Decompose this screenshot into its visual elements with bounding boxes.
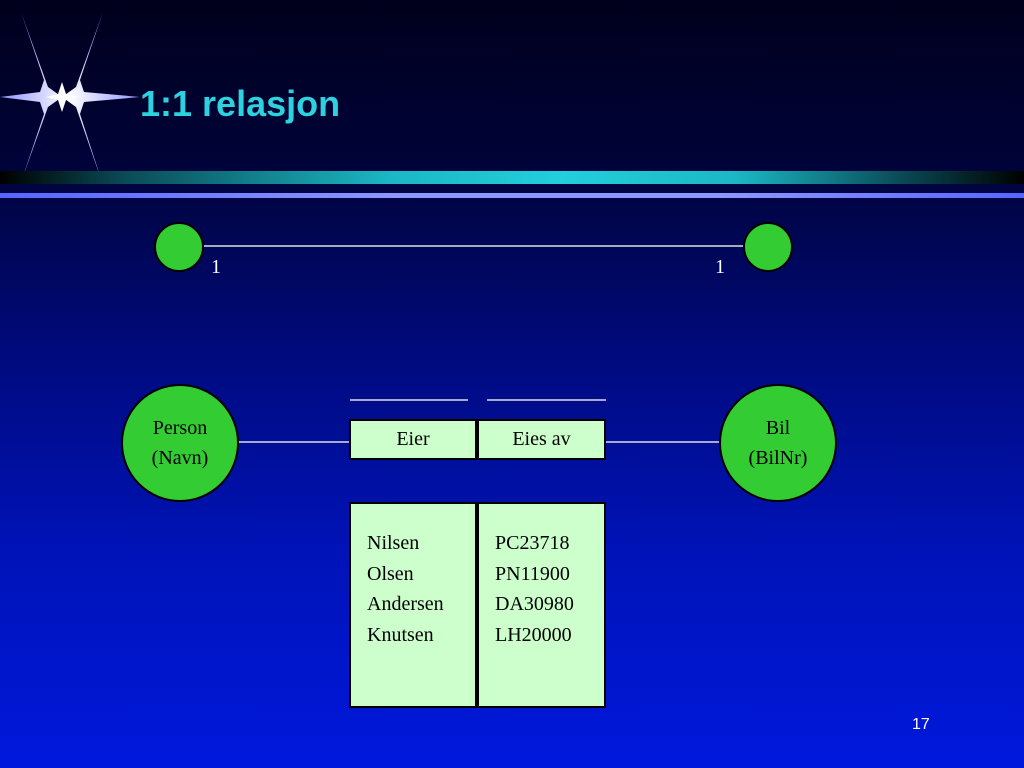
owner-value: Andersen	[367, 593, 444, 615]
bil-entity-name: Bil	[765, 417, 791, 439]
page-number: 17	[912, 716, 930, 733]
car-values-box: PC23718 PN11900 DA30980 LH20000	[477, 502, 606, 708]
person-entity-name: Person	[152, 417, 208, 439]
title-underline	[0, 193, 1024, 198]
person-entity-key: (Navn)	[151, 447, 209, 469]
slide-title: 1:1 relasjon	[140, 83, 341, 124]
owner-value: Nilsen	[367, 532, 420, 554]
car-value: PN11900	[495, 562, 570, 585]
eier-role-box: Eier	[349, 419, 477, 460]
person-entity: Person (Navn)	[121, 384, 239, 502]
left-entity-circle	[154, 222, 204, 272]
owner-values-box: Nilsen Olsen Andersen Knutsen	[349, 502, 477, 708]
car-value: DA30980	[495, 593, 574, 615]
car-values-list: PC23718 PN11900 DA30980 LH20000	[479, 504, 604, 650]
right-cardinality: 1	[715, 256, 725, 278]
car-value: PC23718	[495, 532, 570, 554]
owner-value: Knutsen	[367, 623, 434, 646]
car-value: LH20000	[495, 623, 572, 646]
title-bar	[0, 171, 1024, 184]
bil-entity-key: (BilNr)	[748, 447, 808, 469]
owner-values-list: Nilsen Olsen Andersen Knutsen	[351, 504, 475, 650]
right-entity-circle	[743, 222, 793, 272]
eies-av-role-box: Eies av	[477, 419, 606, 460]
eies-av-role-label: Eies av	[512, 428, 571, 450]
bil-entity: Bil (BilNr)	[719, 384, 837, 502]
owner-value: Olsen	[367, 562, 414, 585]
starburst-icon	[0, 12, 140, 185]
eier-role-label: Eier	[396, 428, 430, 450]
left-cardinality: 1	[211, 256, 221, 278]
